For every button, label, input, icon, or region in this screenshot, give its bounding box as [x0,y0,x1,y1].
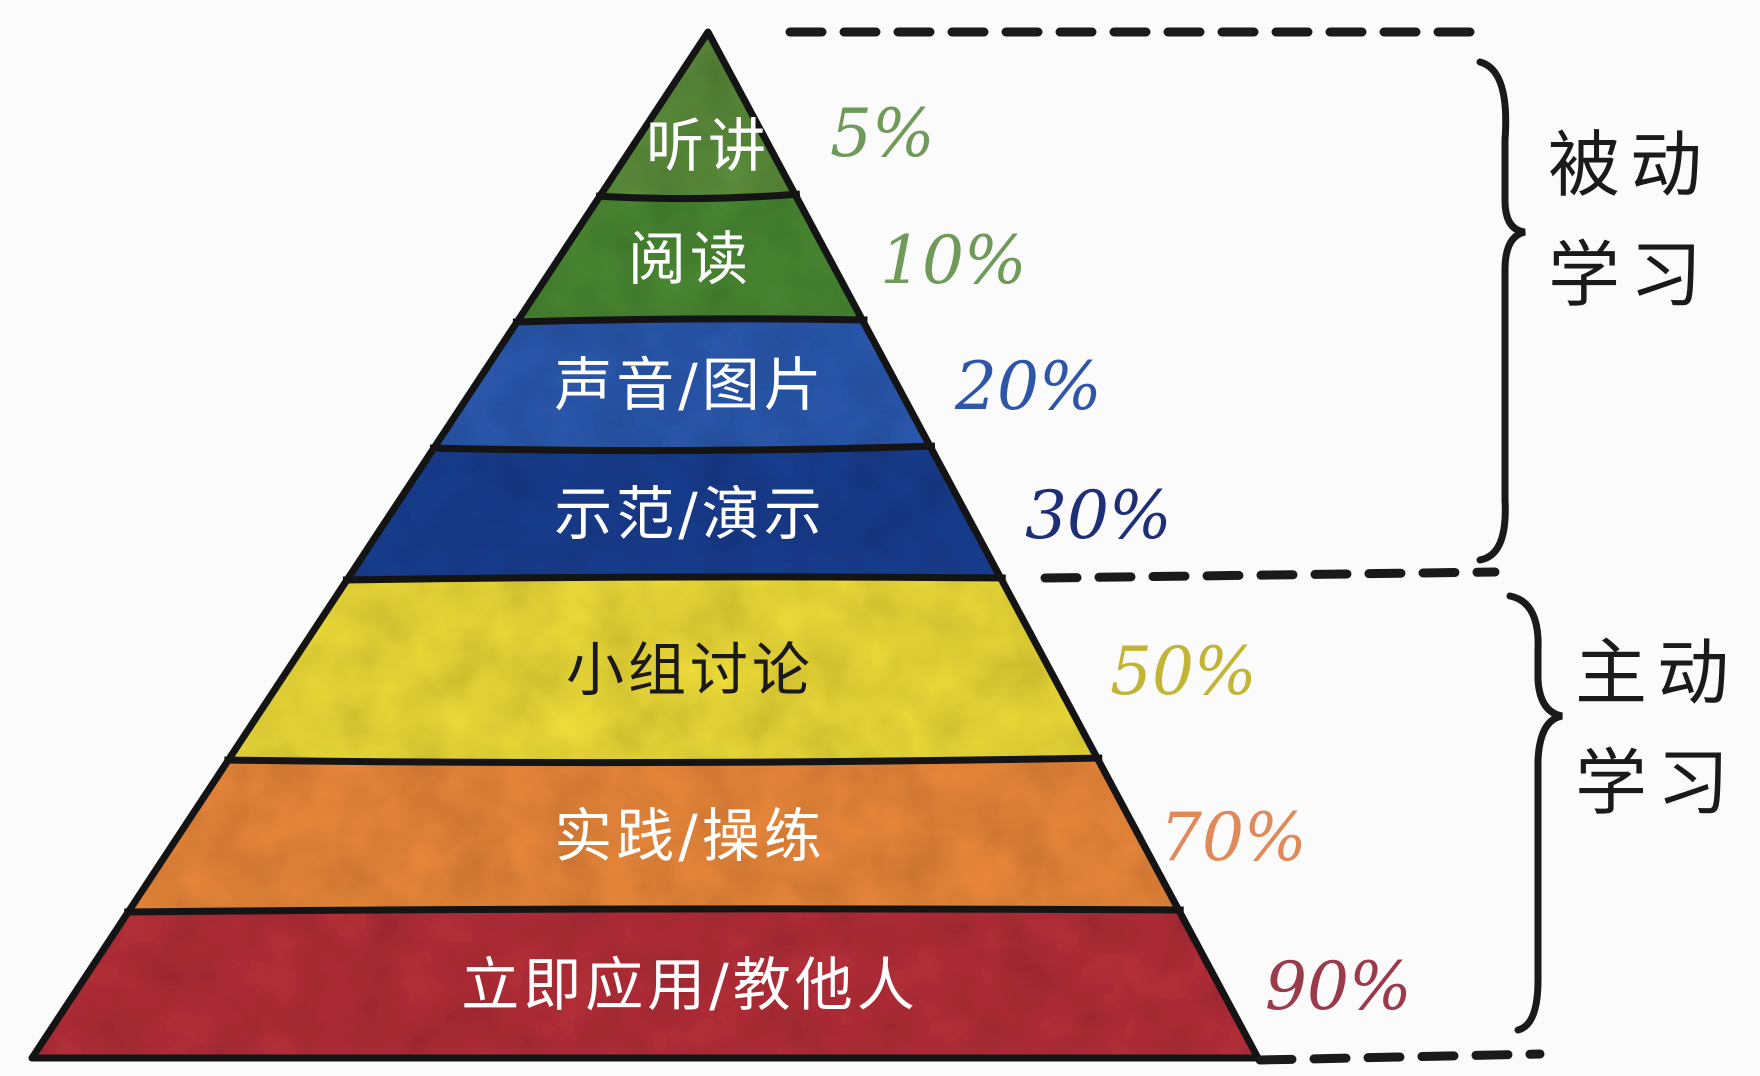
pyramid-outline [28,28,1262,1062]
brace-passive [1476,58,1527,564]
pyramid-band-6 [128,760,1180,912]
pyramid-band-5 [228,580,1099,760]
band-percent-2: 10% [880,222,1027,299]
band-divider-2 [512,315,868,326]
band-percent-3: 20% [954,348,1102,425]
group-label-active-line1: 主动 [1575,631,1739,715]
band-percent-1: 5% [830,95,935,172]
brace-active [1506,592,1563,1034]
group-label-passive-line2: 学习 [1548,233,1712,317]
band-label-2: 阅读 [628,225,752,293]
group-label-active-line2: 学习 [1575,741,1739,825]
group-label-passive-line1: 被动 [1548,123,1712,207]
dashed-line-bottom [1255,1049,1545,1065]
band-label-4: 示范/演示 [554,480,826,548]
band-divider-4 [342,573,1006,584]
pyramid-band-7 [32,912,1258,1058]
band-divider-1 [595,190,801,203]
band-percent-4: 30% [1025,477,1172,554]
pyramid-band-1 [599,32,796,196]
pyramid-band-3 [433,322,932,448]
pyramid-band-4 [346,448,1002,580]
pyramid-band-2 [516,196,864,322]
band-divider-3 [429,442,936,455]
band-divider-6 [124,905,1184,916]
band-label-6: 实践/操练 [554,802,826,870]
band-label-3: 声音/图片 [554,351,826,419]
band-label-7: 立即应用/教他人 [461,951,919,1019]
band-label-1: 听讲 [646,112,770,180]
dashed-line-middle [1040,567,1500,583]
band-percent-6: 70% [1160,799,1307,876]
band-percent-5: 50% [1110,633,1257,710]
band-percent-7: 90% [1265,948,1412,1025]
band-divider-5 [224,754,1103,767]
band-label-5: 小组讨论 [566,636,814,704]
